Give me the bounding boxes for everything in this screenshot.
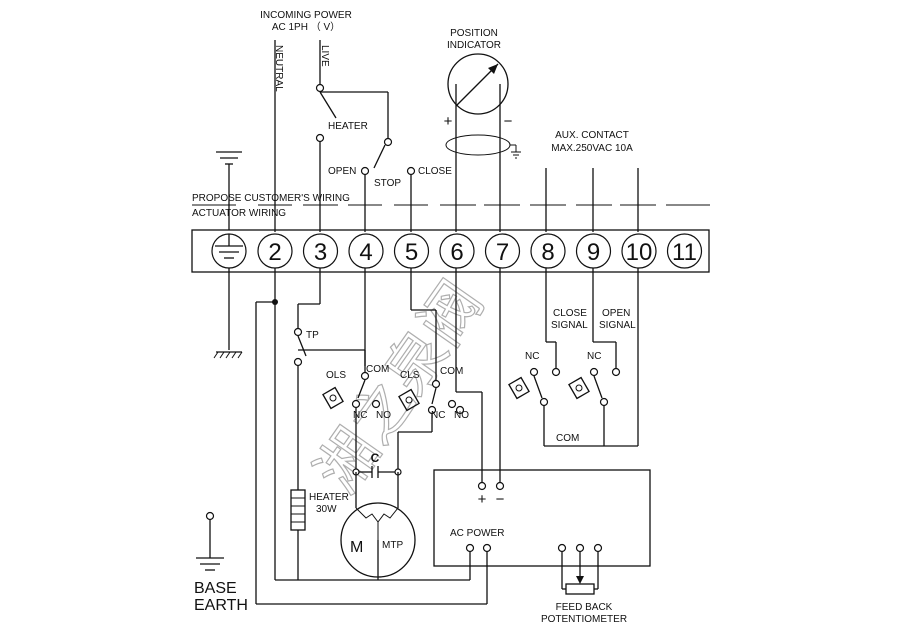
terminal-8 (530, 233, 566, 269)
heater-power-label: 30W (316, 504, 337, 515)
terminal-number: 4 (359, 239, 372, 266)
cls-label: CLS (400, 370, 420, 381)
customer-wiring-label: PROPOSE CUSTOMER'S WIRING (192, 193, 350, 204)
indicator-label: INDICATOR (447, 40, 501, 51)
actuator-wiring-label: ACTUATOR WIRING (192, 208, 286, 219)
close-label: CLOSE (418, 166, 452, 177)
aux2-nc-label: NC (587, 351, 601, 362)
terminal-6 (439, 233, 475, 269)
aux-com-label: COM (556, 433, 579, 444)
aux-contact-label: AUX. CONTACT (555, 130, 629, 141)
open-label: OPEN (328, 166, 356, 177)
terminal-number: 9 (587, 239, 600, 266)
terminal-10 (621, 233, 657, 269)
feedback-label: FEED BACK (556, 602, 613, 613)
terminal-strip (191, 229, 710, 273)
position-label: POSITION (450, 28, 498, 39)
terminal-11 (666, 233, 703, 269)
board-minus: − (496, 491, 505, 508)
terminal-number: 2 (268, 239, 281, 266)
open-signal-word: SIGNAL (599, 320, 636, 331)
terminal-number: 8 (541, 239, 554, 266)
close-signal-label: CLOSE (553, 308, 587, 319)
open-signal-label: OPEN (602, 308, 630, 319)
heater-30w-label: HEATER (309, 492, 349, 503)
position-indicator (447, 53, 509, 115)
potentiometer (565, 583, 595, 595)
cls-no-label: NO (454, 410, 469, 421)
controller-board (433, 469, 651, 567)
stop-label: STOP (374, 178, 401, 189)
heater-element (290, 489, 306, 531)
close-signal-word: SIGNAL (551, 320, 588, 331)
aux1-switch-icon (508, 376, 530, 400)
indicator-minus: − (504, 113, 513, 130)
terminal-number: 7 (496, 239, 509, 266)
live-label: LIVE (319, 45, 330, 67)
terminal-4 (348, 233, 384, 269)
base-label: BASE (194, 580, 237, 597)
tp-label: TP (306, 330, 319, 341)
incoming-power-label: INCOMING POWER (260, 10, 352, 21)
terminal-7 (484, 233, 521, 269)
terminal-number: 10 (626, 239, 653, 266)
aux2-switch-icon (568, 376, 590, 400)
potentiometer-label: POTENTIOMETER (541, 614, 627, 625)
ac-1ph-label: AC 1PH （ V） (272, 21, 340, 33)
cls-nc-label: NC (431, 410, 445, 421)
heater-switch-label: HEATER (328, 121, 368, 132)
terminal-number: 5 (405, 239, 418, 266)
chassis-earth-icon (213, 351, 243, 359)
ac-power-label: AC POWER (450, 528, 504, 539)
indicator-plus: + (444, 113, 453, 130)
base-earth-icon (196, 520, 224, 571)
mtp-label: MTP (382, 540, 403, 551)
capacitor-label: C (371, 451, 380, 465)
cls-com-label: COM (440, 366, 463, 377)
terminal-1-earth (211, 233, 247, 269)
motor-label: M (350, 539, 363, 556)
ols-no-label: NO (376, 410, 391, 421)
neutral-label: NEUTRAL (273, 45, 284, 92)
earth-label: EARTH (194, 597, 248, 614)
ols-com-label: COM (366, 364, 389, 375)
terminal-number: 3 (314, 239, 327, 266)
ols-label: OLS (326, 370, 346, 381)
terminal-number: 6 (450, 239, 463, 266)
terminal-row: 2 3 4 5 6 7 8 9 10 11 (257, 233, 703, 269)
aux-rating-label: MAX.250VAC 10A (551, 143, 633, 154)
ols-nc-label: NC (353, 410, 367, 421)
board-plus: + (478, 491, 487, 508)
earth-top-icon (216, 151, 242, 230)
aux1-nc-label: NC (525, 351, 539, 362)
ols-switch-icon (322, 386, 344, 410)
terminal-number: 11 (672, 239, 697, 266)
cls-switch-icon (398, 388, 420, 412)
motor-winding-icon (355, 507, 399, 540)
shield-ground-icon (510, 144, 521, 159)
